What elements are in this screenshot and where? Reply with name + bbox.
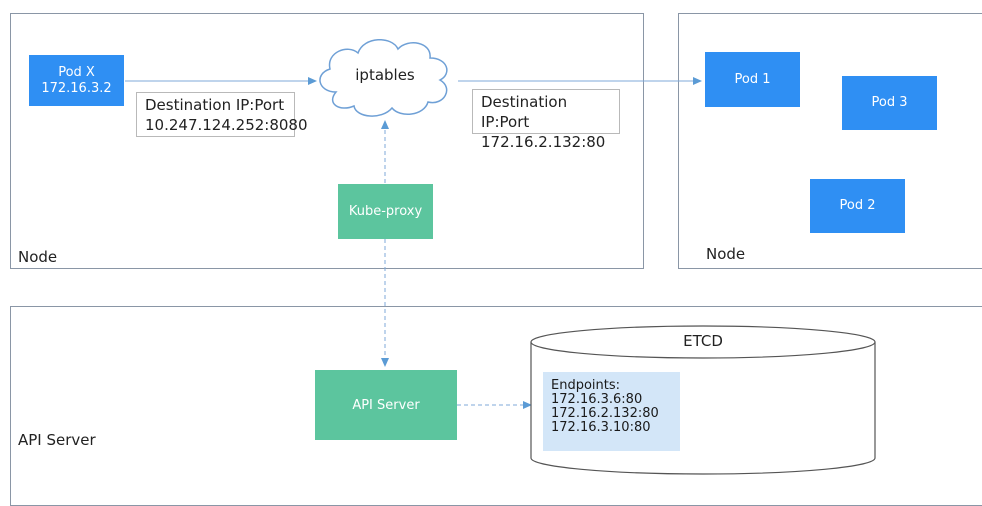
pod-3-label: Pod 3 <box>871 95 908 110</box>
kube-proxy-box[interactable]: Kube-proxy <box>338 184 433 239</box>
diagram-connectors <box>125 39 876 475</box>
destination-right-value: 172.16.2.132:80 <box>481 133 606 151</box>
pod-2-box[interactable]: Pod 2 <box>810 179 905 233</box>
iptables-label: iptables <box>355 66 415 84</box>
node-left-label: Node <box>18 248 58 266</box>
endpoint-item: 172.16.3.6:80 <box>551 392 643 407</box>
pod-x-box[interactable]: Pod X 172.16.3.2 <box>29 55 124 106</box>
etcd-label: ETCD <box>683 332 723 350</box>
node-left-frame <box>10 13 644 269</box>
pod-1-box[interactable]: Pod 1 <box>705 52 800 107</box>
endpoint-item: 172.16.2.132:80 <box>551 406 659 421</box>
pod-1-label: Pod 1 <box>734 71 771 87</box>
endpoints-title: Endpoints: <box>551 378 621 393</box>
pod-2-label: Pod 2 <box>839 198 876 213</box>
api-server-area-label: API Server <box>18 431 96 449</box>
destination-box-right: Destination IP:Port 172.16.2.132:80 <box>472 89 620 151</box>
node-right-frame <box>678 13 982 269</box>
api-server-box[interactable]: API Server <box>315 370 457 440</box>
endpoints-box: Endpoints: 172.16.3.6:80 172.16.2.132:80… <box>543 372 680 451</box>
endpoint-item: 172.16.3.10:80 <box>551 420 651 435</box>
node-right-label: Node <box>706 245 746 263</box>
iptables-cloud-shape <box>319 39 448 117</box>
destination-left-title: Destination IP:Port <box>145 96 285 114</box>
destination-box-left: Destination IP:Port 10.247.124.252:8080 <box>136 92 308 137</box>
destination-right-title: Destination IP:Port <box>481 93 568 131</box>
pod-x-ip: 172.16.3.2 <box>41 80 112 96</box>
etcd-cylinder-top <box>530 325 876 359</box>
pod-x-name: Pod X <box>58 64 95 80</box>
pod-3-box[interactable]: Pod 3 <box>842 76 937 130</box>
destination-left-value: 10.247.124.252:8080 <box>145 116 308 134</box>
